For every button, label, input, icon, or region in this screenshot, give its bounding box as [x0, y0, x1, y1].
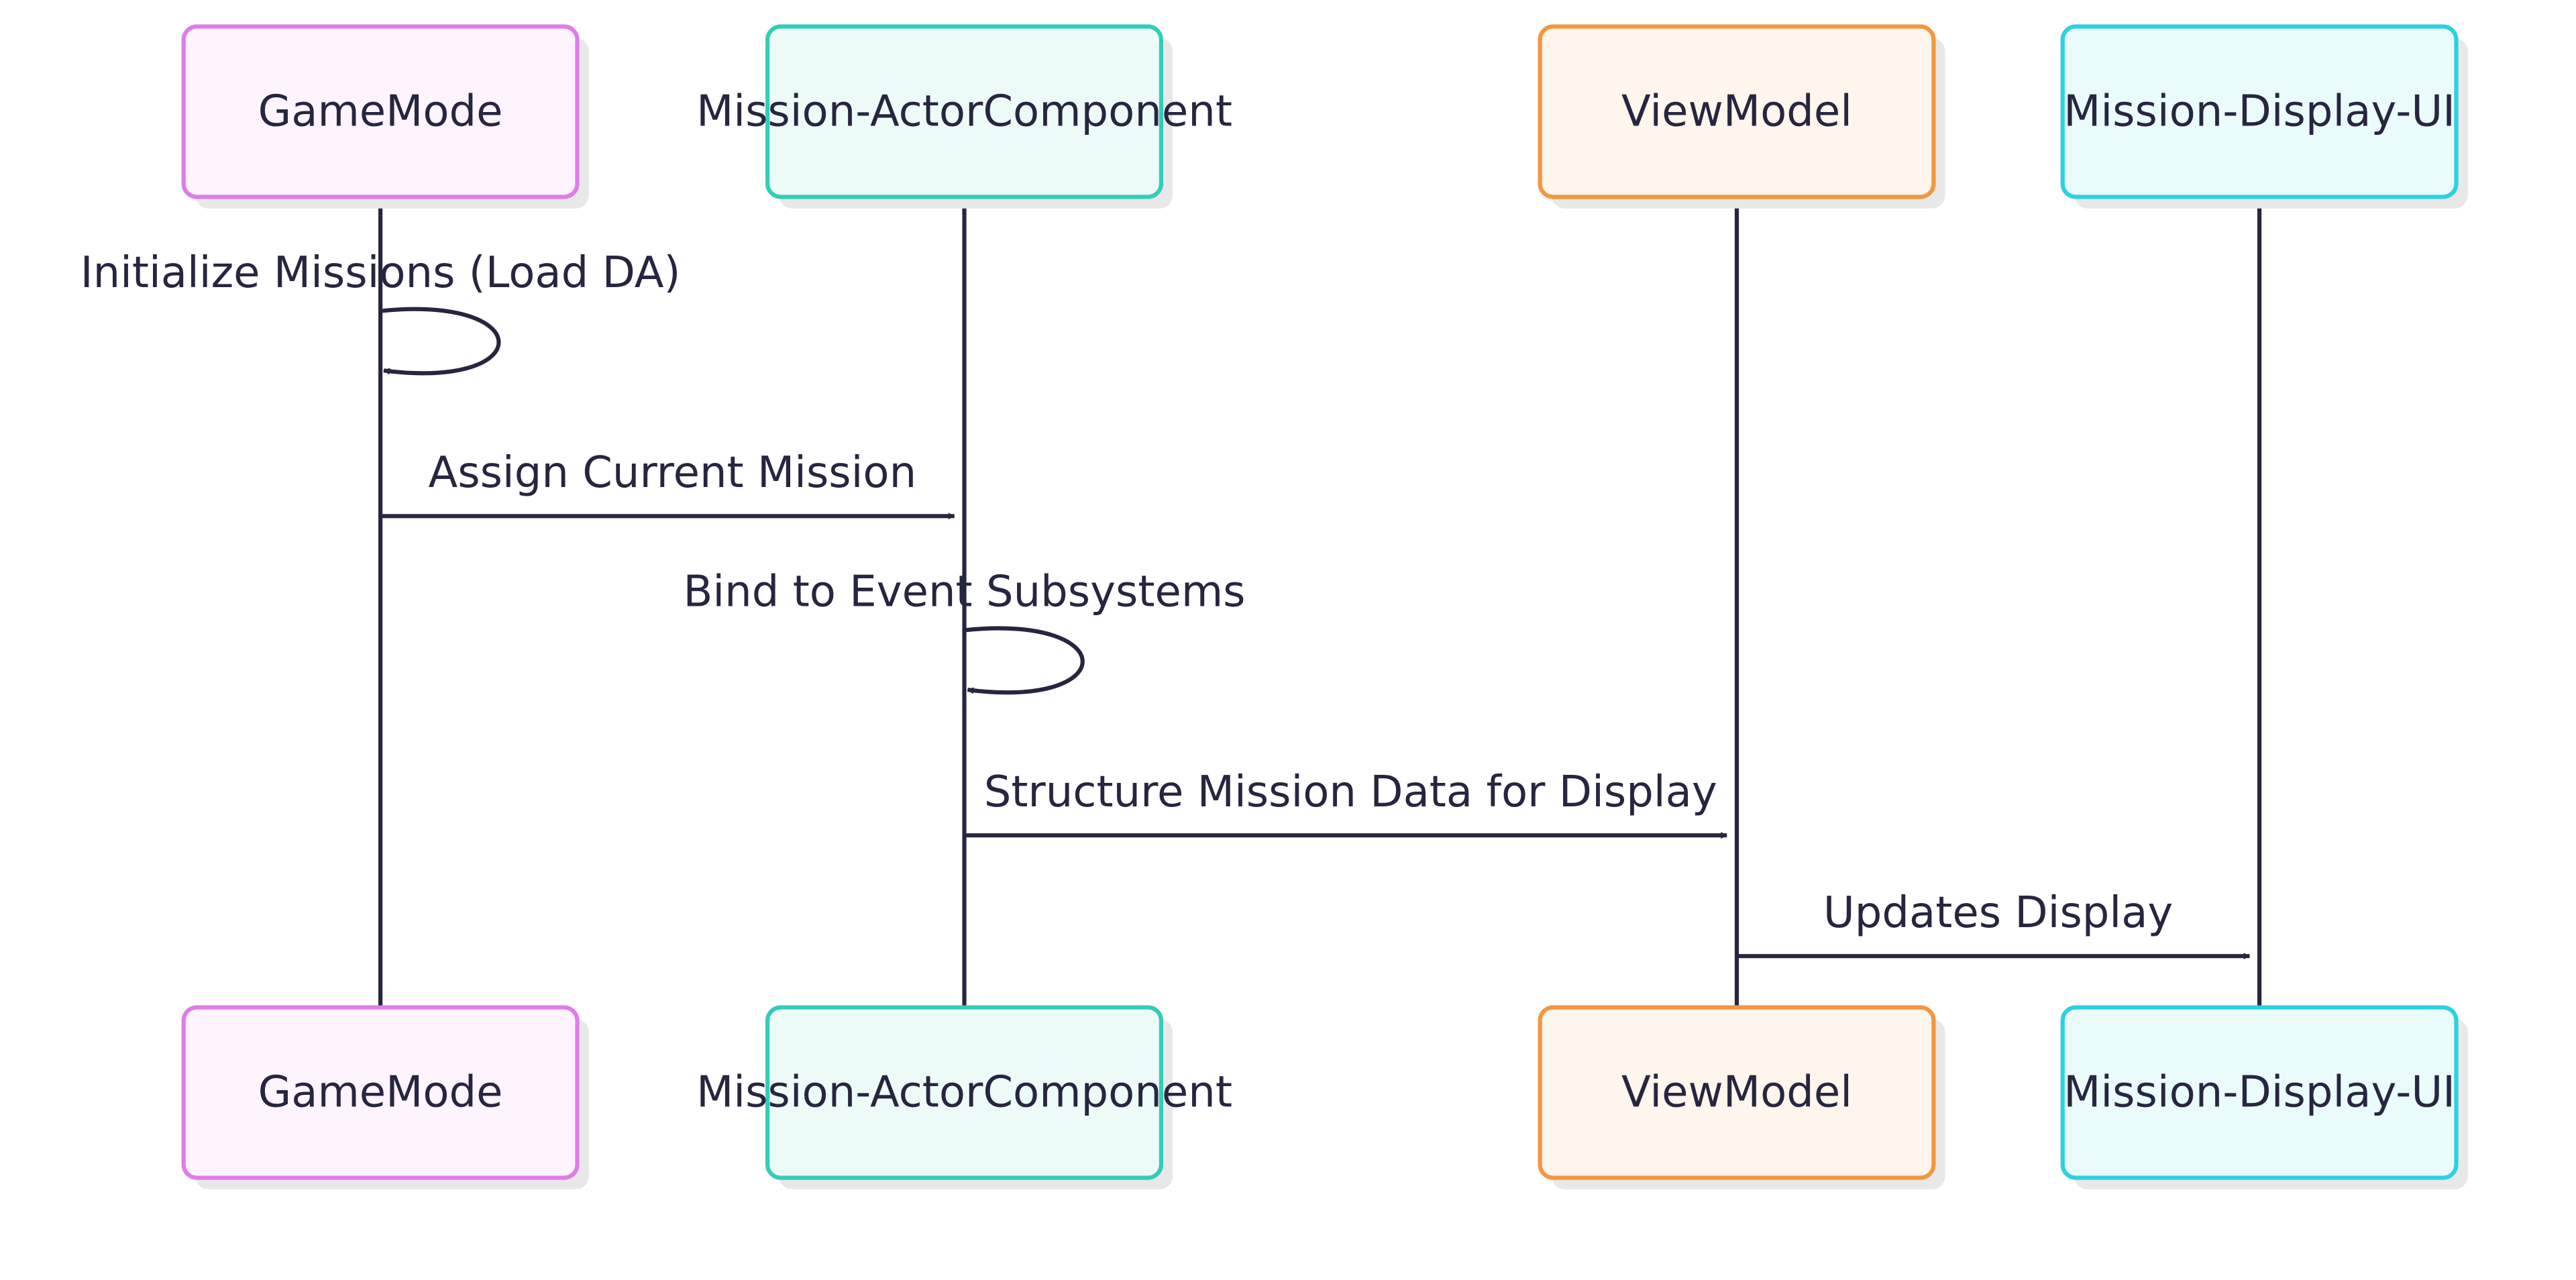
actor-mission-display-ui-top: Mission-Display-UI: [2060, 24, 2468, 209]
actor-label: GameMode: [258, 87, 503, 136]
actor-viewmodel-top: ViewModel: [1538, 24, 1945, 209]
actor-box: [1538, 1005, 1936, 1180]
actor-label: Mission-Display-UI: [2063, 87, 2455, 136]
actor-label: GameMode: [258, 1068, 503, 1118]
actor-gamemode-top: GameMode: [181, 24, 589, 209]
actor-box: [2060, 1005, 2459, 1180]
message-label: Updates Display: [1823, 888, 2173, 938]
message-label: Assign Current Mission: [428, 448, 916, 498]
actor-label: Mission-Display-UI: [2063, 1068, 2455, 1118]
actor-box: [1538, 24, 1936, 199]
actor-box: [181, 1005, 580, 1180]
message-4: Updates Display: [1737, 888, 2251, 960]
message-3: Structure Mission Data for Display: [964, 767, 1728, 839]
actors-bottom: GameMode Mission-ActorComponent ViewModel M…: [181, 1005, 2468, 1189]
actor-box: [765, 24, 1163, 199]
actor-label: Mission-ActorComponent: [696, 87, 1232, 136]
actor-box: [181, 24, 580, 199]
lifelines: [378, 197, 2262, 1008]
message-1: Assign Current Mission: [380, 448, 955, 520]
self-loop-arrow: [964, 626, 1085, 695]
message-2: Bind to Event Subsystems: [683, 568, 1246, 695]
message-label: Initialize Missions (Load DA): [80, 248, 681, 298]
actor-label: ViewModel: [1621, 87, 1852, 136]
actor-mission-display-ui-bottom: Mission-Display-UI: [2060, 1005, 2468, 1189]
message-0: Initialize Missions (Load DA): [80, 248, 681, 376]
actor-box: [765, 1005, 1163, 1180]
actor-label: ViewModel: [1621, 1068, 1852, 1118]
messages: Initialize Missions (Load DA) Assign Curr…: [80, 248, 2251, 960]
actor-mission-actor-component-top: Mission-ActorComponent: [696, 24, 1232, 209]
actors-top: GameMode Mission-ActorComponent ViewModel M…: [181, 24, 2468, 209]
actor-box: [2060, 24, 2459, 199]
actor-label: Mission-ActorComponent: [696, 1068, 1232, 1118]
message-label: Structure Mission Data for Display: [984, 767, 1717, 817]
actor-mission-actor-component-bottom: Mission-ActorComponent: [696, 1005, 1232, 1189]
message-label: Bind to Event Subsystems: [683, 568, 1245, 617]
actor-viewmodel-bottom: ViewModel: [1538, 1005, 1945, 1189]
actor-gamemode-bottom: GameMode: [181, 1005, 589, 1189]
self-loop-arrow: [380, 307, 501, 376]
